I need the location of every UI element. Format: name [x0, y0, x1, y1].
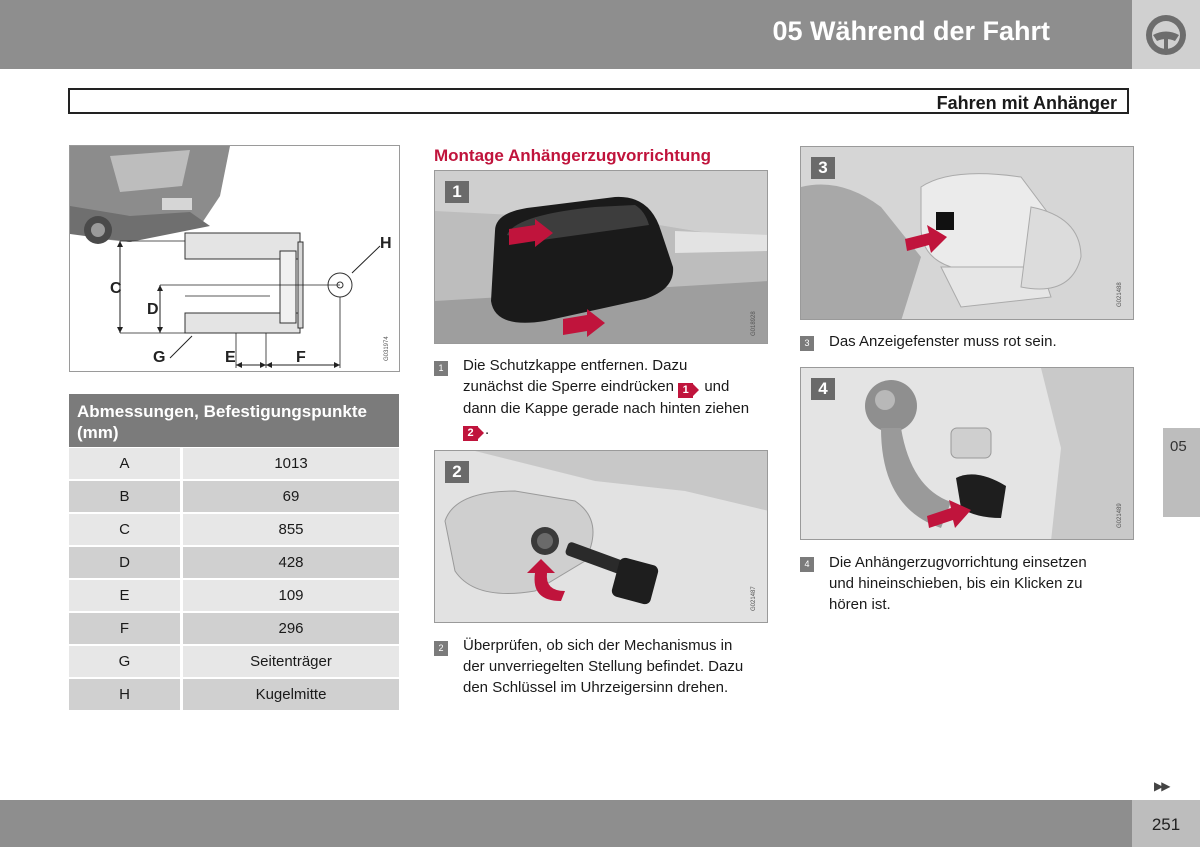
side-tab-label: 05	[1170, 438, 1187, 455]
figure-3-drawing	[801, 147, 1133, 319]
step-line: hören ist.	[829, 596, 891, 613]
step-line: zunächst die Sperre eindrücken 1 und	[463, 376, 775, 398]
footer-bar	[0, 800, 1132, 847]
figure-number: 4	[811, 378, 835, 400]
figure-number: 1	[445, 181, 469, 203]
step-number: 4	[800, 557, 814, 572]
mounting-dimensions-diagram: C D G E F H G031974	[69, 145, 400, 372]
montage-heading: Montage Anhängerzugvorrichtung	[434, 146, 712, 165]
figure-2-drawing	[435, 451, 767, 622]
step-text: und	[704, 378, 730, 395]
page-number: 251	[1151, 815, 1181, 834]
table-cell-value: 296	[183, 613, 399, 644]
figure-number: 2	[445, 461, 469, 483]
dim-label-f: F	[296, 349, 306, 366]
figure-4-drawing	[801, 368, 1133, 539]
figure-code: G021487	[751, 586, 757, 611]
figure-2-key-unlock: 2 G021487	[434, 450, 768, 623]
step-line: Überprüfen, ob sich der Mechanismus in	[463, 637, 733, 654]
chapter-header-bar: 05 Während der Fahrt	[0, 0, 1132, 69]
double-arrow-right-icon: ▶▶	[1154, 779, 1171, 793]
table-cell-key: E	[69, 580, 180, 611]
table-cell-value: 69	[183, 481, 399, 512]
dim-label-e: E	[225, 349, 236, 366]
table-cell-key: H	[69, 679, 180, 710]
figure-code: G021488	[1117, 282, 1123, 307]
step-3-text: Das Anzeigefenster muss rot sein.	[829, 331, 1149, 352]
step-line: dann die Kappe gerade nach hinten ziehen	[463, 400, 750, 417]
figure-3-indicator-window: 3 G021488	[800, 146, 1134, 320]
step-number: 3	[800, 336, 814, 351]
figure-code: G021489	[1117, 503, 1123, 528]
figure-number: 3	[811, 157, 835, 179]
table-cell-value: Seitenträger	[183, 646, 399, 677]
step-tag-1-icon: 1	[678, 383, 700, 398]
step-line: den Schlüssel im Uhrzeigersinn drehen.	[463, 679, 729, 696]
step-2-text: Überprüfen, ob sich der Mechanismus in d…	[463, 635, 775, 698]
section-title-box: Fahren mit Anhänger	[68, 88, 1129, 114]
figure-4-insert-tow-bar: 4 G021489	[800, 367, 1134, 540]
table-cell-value: 855	[183, 514, 399, 545]
table-cell-key: A	[69, 448, 180, 479]
chapter-title: 05 Während der Fahrt	[772, 16, 1050, 46]
table-cell-key: D	[69, 547, 180, 578]
step-tag-2-icon: 2	[463, 426, 484, 441]
step-line: Das Anzeigefenster muss rot sein.	[829, 333, 1057, 350]
figure-1-drawing	[435, 171, 767, 343]
chapter-icon-box	[1132, 0, 1200, 69]
mounting-diagram-drawing: C D G E F H	[70, 146, 392, 368]
dim-label-h: H	[380, 235, 392, 252]
figure-1-protective-cap: 1 G018928	[434, 170, 768, 344]
footer-page-box	[1132, 800, 1200, 847]
table-cell-value: Kugelmitte	[183, 679, 399, 710]
step-number: 2	[434, 641, 448, 656]
step-text: .	[485, 421, 490, 438]
step-1-text: Die Schutzkappe entfernen. Dazu zunächst…	[463, 355, 775, 441]
dimensions-table-heading: Abmessungen, Befestigungspunkte (mm)	[69, 394, 399, 447]
chapter-side-tab[interactable]: 05	[1163, 428, 1200, 517]
step-line: der unverriegelten Stellung befindet. Da…	[463, 658, 744, 675]
diagram-code: G031974	[384, 336, 390, 361]
figure-code: G018928	[751, 311, 757, 336]
table-cell-key: G	[69, 646, 180, 677]
table-cell-key: C	[69, 514, 180, 545]
dim-label-c: C	[110, 280, 122, 297]
step-4-text: Die Anhängerzugvorrichtung einsetzen und…	[829, 552, 1149, 615]
table-cell-key: B	[69, 481, 180, 512]
dim-label-g: G	[153, 349, 165, 366]
step-line: 2.	[463, 419, 775, 441]
table-cell-value: 109	[183, 580, 399, 611]
table-cell-key: F	[69, 613, 180, 644]
dim-label-d: D	[147, 301, 159, 318]
step-text: zunächst die Sperre eindrücken	[463, 378, 674, 395]
table-cell-value: 428	[183, 547, 399, 578]
section-title: Fahren mit Anhänger	[936, 93, 1117, 113]
steering-wheel-icon	[1146, 15, 1186, 55]
step-line: und hineinschieben, bis ein Klicken zu	[829, 575, 1083, 592]
step-number: 1	[434, 361, 448, 376]
table-cell-value: 1013	[183, 448, 399, 479]
step-line: Die Schutzkappe entfernen. Dazu	[463, 357, 688, 374]
step-line: Die Anhängerzugvorrichtung einsetzen	[829, 554, 1087, 571]
